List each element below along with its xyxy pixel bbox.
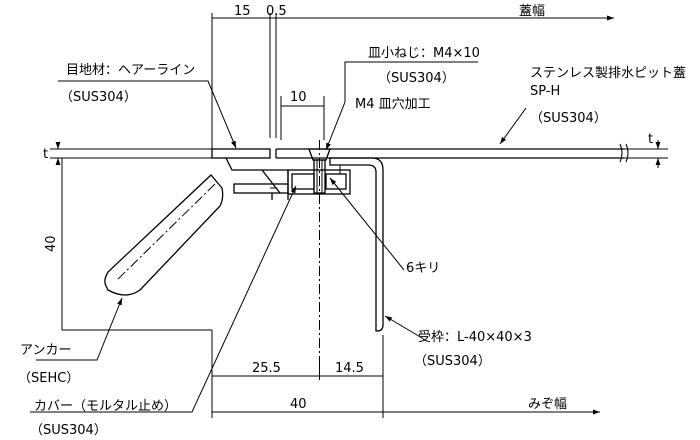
receiving-frame-angle bbox=[287, 157, 384, 332]
dim-25-5: 25.5 bbox=[252, 361, 281, 376]
label-pit-cover-spec: （SUS304） bbox=[530, 111, 607, 126]
label-cover-width: 蓋幅 bbox=[519, 4, 545, 19]
leader-lines bbox=[30, 61, 527, 413]
dim-10: 10 bbox=[290, 90, 307, 105]
anchor-bar bbox=[104, 174, 224, 296]
dim-t-left: t bbox=[43, 147, 48, 162]
left-dimension-lines bbox=[50, 142, 212, 331]
label-cover-mortar: カバー（モルタル止め） bbox=[34, 399, 177, 414]
label-pit-cover-model: SP-H bbox=[530, 84, 560, 99]
label-anchor-spec: （SEHC） bbox=[18, 371, 79, 386]
label-frame-spec: （SUS304） bbox=[414, 354, 491, 369]
label-joint-material-spec: （SUS304） bbox=[60, 90, 137, 105]
label-cover-mortar-spec: （SUS304） bbox=[30, 423, 107, 438]
bottom-dimension-lines bbox=[211, 330, 600, 418]
right-dimension-lines bbox=[618, 140, 668, 168]
label-pit-cover: ステンレス製排水ピット蓋 bbox=[530, 66, 686, 81]
label-frame: 受枠：L-40×40×3 bbox=[418, 330, 532, 345]
label-countersink: M4 皿穴加工 bbox=[355, 97, 431, 112]
label-joint-material: 目地材：ヘアーライン bbox=[66, 63, 195, 78]
dim-40-bottom: 40 bbox=[290, 397, 307, 412]
label-drill: 6キリ bbox=[406, 261, 440, 276]
label-anchor: アンカー bbox=[20, 343, 71, 358]
label-screw-spec: （SUS304） bbox=[378, 71, 455, 86]
top-dimension-lines bbox=[211, 13, 614, 150]
dim-0-5: 0.5 bbox=[266, 4, 287, 19]
dim-t-right: t bbox=[648, 132, 653, 147]
label-groove-width: みぞ幅 bbox=[528, 397, 567, 412]
pit-cover-plate bbox=[211, 143, 650, 163]
dim-40-height: 40 bbox=[44, 235, 59, 252]
cover-bracket bbox=[225, 157, 289, 200]
dim-14-5: 14.5 bbox=[335, 361, 364, 376]
dim-15: 15 bbox=[234, 4, 251, 19]
label-screw: 皿小ねじ：M4×10 bbox=[368, 46, 480, 61]
countersunk-screw bbox=[308, 140, 331, 360]
